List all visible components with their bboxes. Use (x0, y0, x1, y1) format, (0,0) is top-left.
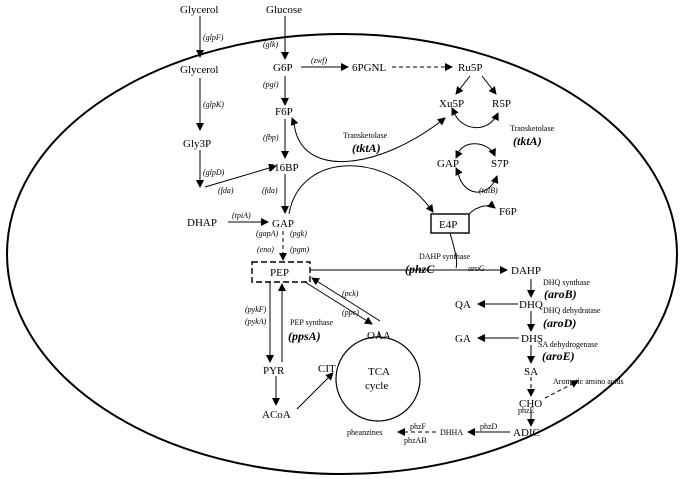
label-adic: ADIC (513, 427, 540, 439)
gene-ppsA: (ppsA) (288, 329, 321, 343)
label-pyr: PYR (263, 365, 285, 377)
label-dhs: DHS (521, 333, 543, 345)
gene-fda2: (fda) (262, 186, 278, 195)
gene-phzD: phzD (480, 422, 498, 431)
label-glucose: Glucose (266, 4, 302, 16)
talb-curve (457, 171, 499, 193)
gene-glk: (glk) (263, 40, 278, 49)
gene-pgk: (pgk) (290, 229, 307, 238)
gene-aroE: (aroE) (542, 349, 575, 363)
tca-label-line2: cycle (365, 380, 388, 392)
enzyme-dhq-synthase: DHQ synthase (543, 278, 590, 287)
cell-boundary (6, 33, 678, 475)
label-f16bp: F16BP (268, 162, 299, 174)
gene-glpK: (glpK) (203, 100, 224, 109)
talb-curve-2 (455, 167, 463, 177)
label-f6p: F6P (275, 106, 293, 118)
label-gap: GAP (272, 218, 294, 230)
label-gly3p: Gly3P (183, 138, 211, 150)
arrow-e4p-dahp (449, 232, 458, 269)
gene-phzE: phzE (518, 406, 535, 415)
label-sa: SA (524, 366, 538, 378)
tkt-curve-right-lower-2 (455, 149, 463, 159)
tkt-curve-lower (288, 165, 434, 215)
arrow-cho-aromatic (544, 380, 579, 399)
tkt-curve-left-2 (290, 117, 299, 126)
gene-glpD: (glpD) (203, 168, 225, 177)
arrow-ru5p-r5p (481, 75, 497, 95)
gene-tpiA: (tpiA) (232, 211, 251, 220)
arrow-pep-oaa (304, 281, 373, 325)
label-glycerol: Glycerol (180, 64, 218, 76)
gene-pck: (pck) (342, 289, 359, 298)
label-cho: CHO (519, 398, 542, 410)
label-dhq: DHQ (519, 299, 543, 311)
gene-pgm: (pgm) (290, 245, 309, 254)
gene-phzC: (phzC (405, 262, 435, 276)
gene-eno: (eno) (257, 245, 274, 254)
label-acoa: ACoA (262, 409, 291, 421)
label-dhap: DHAP (187, 217, 217, 229)
gene-pgi: (pgi) (263, 80, 279, 89)
enzyme-dhq-dehydratase: DHQ dehydratase (543, 306, 601, 315)
label-ga: GA (455, 333, 471, 345)
label-dahp: DAHP (511, 265, 541, 277)
gene-glpF: (glpF) (203, 33, 224, 42)
gene-aroB: (aroB) (544, 287, 577, 301)
label-glycerol-top: Glycerol (180, 4, 218, 16)
enzyme-transketolase-left: Transketolase (343, 131, 388, 140)
gene-gapA: (gapA) (256, 229, 279, 238)
gene-pykF: (pykF) (245, 305, 267, 314)
gene-ppc: (ppc) (342, 308, 359, 317)
label-s7p: S7P (491, 158, 509, 170)
tkt-curve-right-upper-2 (451, 107, 459, 117)
label-cit: CIT (318, 363, 336, 375)
label-r5p: R5P (492, 98, 511, 110)
gene-zwf: (zwf) (311, 56, 327, 65)
gene-fbp: (fbp) (263, 133, 279, 142)
gene-aroD: (aroD) (543, 316, 576, 330)
gene-tktA-right: (tktA) (513, 134, 542, 148)
tca-cycle-circle (335, 336, 421, 422)
label-g6p: G6P (273, 62, 293, 74)
label-ru5p: Ru5P (458, 62, 482, 74)
gene-pykA: (pykA) (245, 317, 267, 326)
enzyme-pep-synthase: PEP synthase (290, 318, 333, 327)
tkt-curve-right-lower (457, 143, 496, 157)
enzyme-transketolase-right: Transketolase (510, 124, 555, 133)
tkt-curve-left (293, 117, 446, 163)
label-dhha: DHHA (440, 428, 463, 437)
gene-talB: (talB) (479, 186, 498, 195)
gene-tktA-left: (tktA) (352, 141, 381, 155)
arrow-dhap-f16bp (204, 164, 277, 188)
label-e4p: E4P (439, 219, 457, 231)
enzyme-dahp-synthase: DAHP synthase (419, 252, 470, 261)
label-oaa: OAA (367, 330, 391, 342)
gene-fda1: (fda) (218, 186, 234, 195)
label-f6p-right: F6P (499, 206, 517, 218)
label-gap-right: GAP (437, 158, 459, 170)
label-6pgnl: 6PGNL (352, 62, 387, 74)
label-pep: PEP (270, 267, 289, 279)
enzyme-sa-dehydrogenase: SA dehydrogenase (538, 340, 598, 349)
label-aromatic: Aromatic amino acids (553, 377, 624, 386)
tkt-curve-right-upper (453, 111, 499, 129)
arrow-ru5p-xu5p (455, 75, 471, 95)
gene-phzAB: phzAB (404, 436, 427, 445)
arrow-acoa-cit (296, 372, 334, 410)
label-phenazines: pheanzines (347, 428, 383, 437)
label-xu5p: Xu5P (439, 98, 464, 110)
gene-phzF: phzF (410, 422, 427, 431)
pep-box (251, 261, 311, 283)
arrow-oaa-pep (311, 277, 381, 322)
gene-aroG: aroG (468, 264, 485, 273)
label-qa: QA (455, 299, 471, 311)
tca-label-line1: TCA (368, 366, 390, 378)
talb-curve-low (468, 200, 496, 215)
